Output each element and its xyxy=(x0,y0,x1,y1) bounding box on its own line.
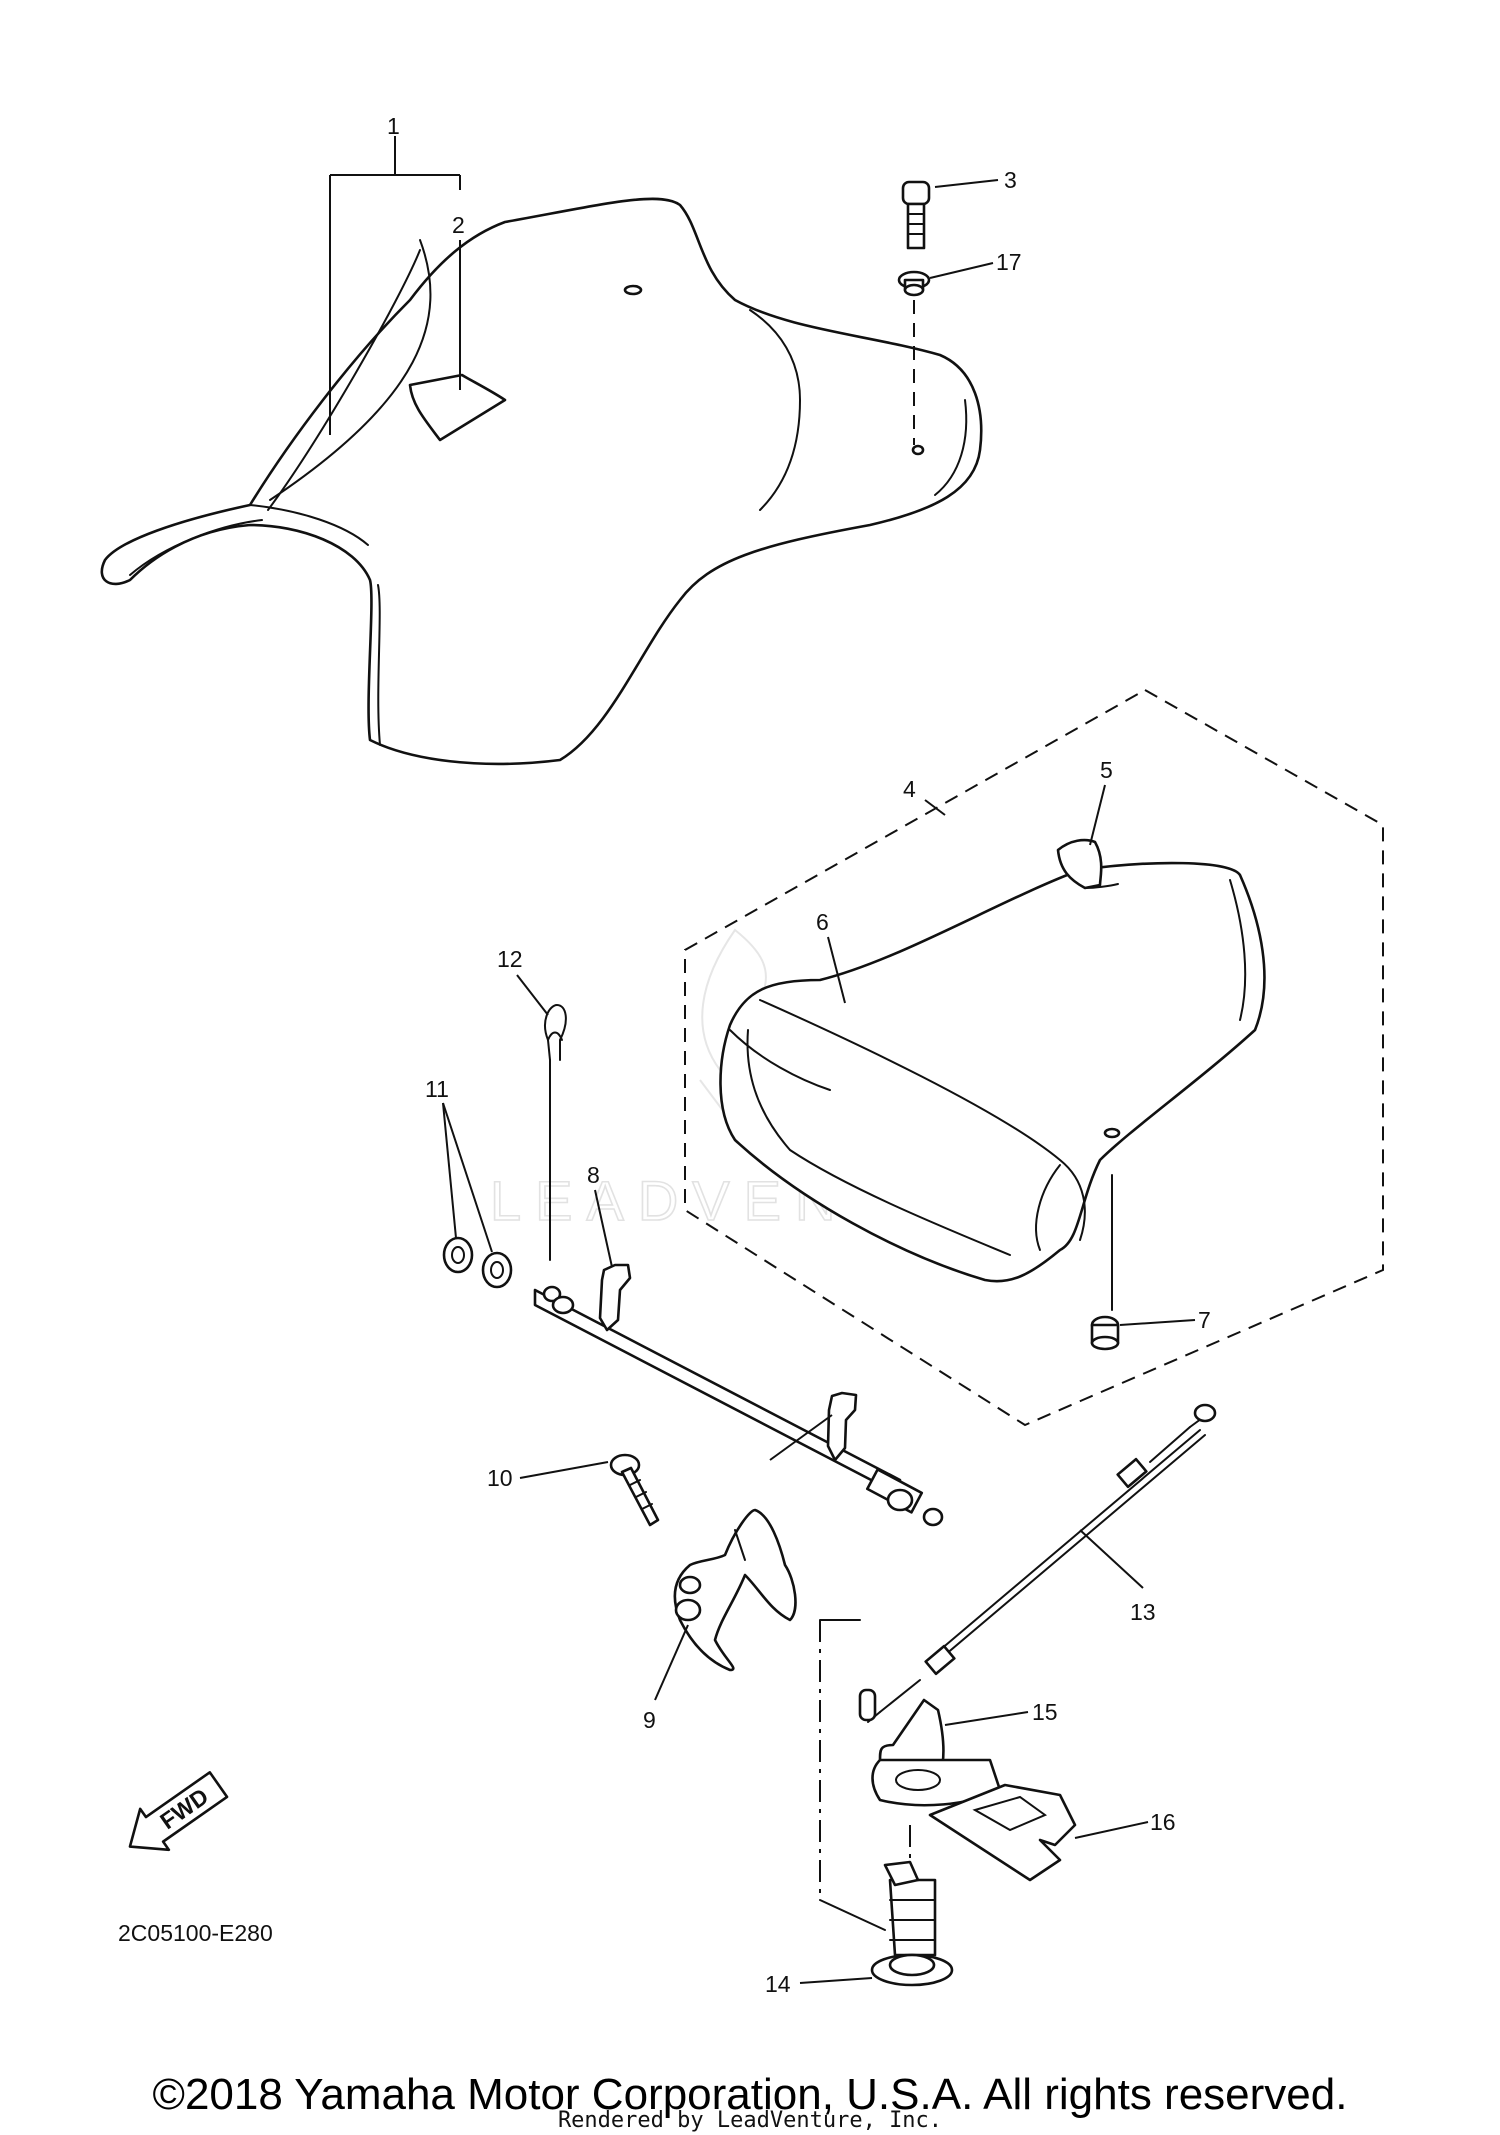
callout-15: 15 xyxy=(1032,1699,1058,1725)
callout-4: 4 xyxy=(903,776,916,802)
callout-8: 8 xyxy=(587,1162,600,1188)
seat-double xyxy=(100,197,983,766)
callout-5: 5 xyxy=(1100,757,1113,783)
seat-cover-tab xyxy=(408,373,507,442)
callout-3: 3 xyxy=(1004,167,1017,193)
lever-15 xyxy=(871,1698,1002,1807)
cotter-pin-12 xyxy=(544,1003,567,1261)
bracket-9 xyxy=(673,1508,797,1672)
grommet-7 xyxy=(1090,1174,1120,1351)
callout-10: 10 xyxy=(487,1465,513,1491)
copyright-notice: ©2018 Yamaha Motor Corporation, U.S.A. A… xyxy=(152,2070,1348,2119)
callout-numbers: 1 2 3 17 4 5 6 7 12 11 8 10 13 9 15 16 1… xyxy=(387,113,1211,1997)
seat-cowl xyxy=(719,861,1266,1283)
collar-17 xyxy=(897,270,931,297)
cowl-tab xyxy=(1056,838,1119,890)
bolt-3 xyxy=(901,180,931,250)
callout-13: 13 xyxy=(1130,1599,1156,1625)
callout-9: 9 xyxy=(643,1707,656,1733)
callout-14: 14 xyxy=(765,1971,791,1997)
leader-lines xyxy=(329,136,1196,1984)
diagram-code: 2C05100-E280 xyxy=(118,1920,273,1946)
callout-6: 6 xyxy=(816,909,829,935)
fwd-arrow-icon: FWD xyxy=(128,1771,229,1852)
callout-12: 12 xyxy=(497,946,523,972)
callout-16: 16 xyxy=(1150,1809,1176,1835)
callout-2: 2 xyxy=(452,212,465,238)
bolt-10 xyxy=(609,1453,660,1527)
callout-11: 11 xyxy=(425,1076,449,1102)
callout-17: 17 xyxy=(996,249,1022,275)
callout-7: 7 xyxy=(1198,1307,1211,1333)
seat-lock-14 xyxy=(819,1619,954,1987)
seat-single-assembly-outline xyxy=(684,688,1384,1427)
cable-13 xyxy=(867,1403,1217,1723)
washers-11 xyxy=(442,1236,513,1289)
callout-1: 1 xyxy=(387,113,400,139)
rendered-by-notice: Rendered by LeadVenture, Inc. xyxy=(557,2108,943,2133)
lock-rod-8 xyxy=(533,1263,944,1527)
plate-16 xyxy=(928,1783,1077,1882)
